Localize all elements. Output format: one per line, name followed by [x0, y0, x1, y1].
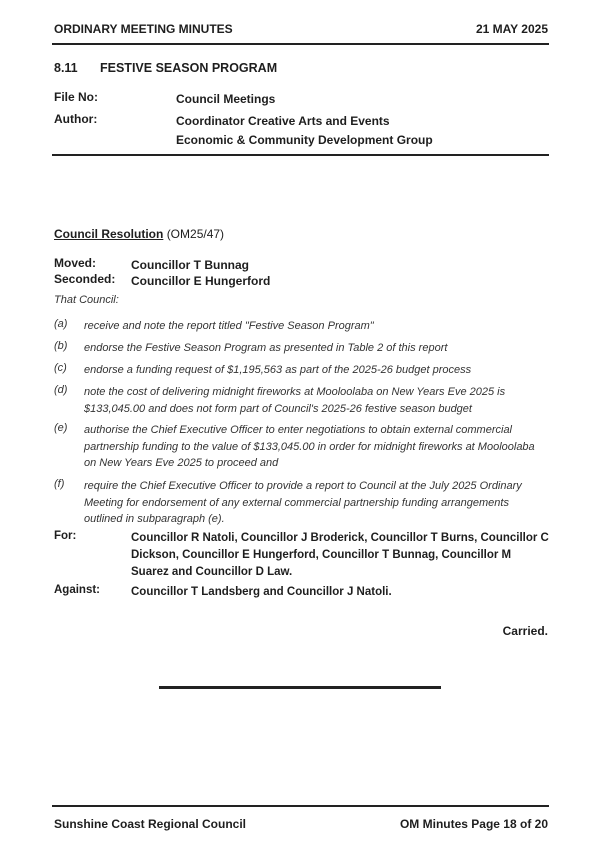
seconded-label: Seconded: [54, 272, 116, 286]
meta-rule [52, 154, 549, 156]
list-item-text: require the Chief Executive Officer to p… [84, 480, 522, 525]
list-item-letter: (b) [54, 340, 68, 352]
list-item-text: endorse a funding request of $1,195,563 … [84, 364, 472, 376]
resolution-code: (OM25/47) [166, 227, 225, 241]
list-item-text: authorise the Chief Executive Officer to… [84, 424, 535, 469]
end-rule [159, 686, 441, 689]
header-title: ORDINARY MEETING MINUTES [54, 22, 233, 36]
footer-rule [52, 805, 549, 807]
item-title: FESTIVE SEASON PROGRAM [100, 61, 278, 75]
moved-label: Moved: [54, 256, 96, 270]
page-header: ORDINARY MEETING MINUTES 21 MAY 2025 [54, 22, 548, 38]
list-item-letter: (d) [54, 384, 68, 396]
resolution-intro: That Council: [54, 294, 119, 306]
page-footer: Sunshine Coast Regional Council OM Minut… [54, 817, 548, 833]
resolution-list: (a) receive and note the report titled "… [54, 318, 549, 528]
author-label: Author: [54, 112, 98, 126]
list-item-text: note the cost of delivering midnight fir… [84, 386, 506, 415]
list-item-letter: (f) [54, 478, 65, 490]
footer-page-number: OM Minutes Page 18 of 20 [399, 817, 548, 831]
item-heading: 8.11 FESTIVE SEASON PROGRAM [54, 61, 277, 75]
for-value: Councillor R Natoli, Councillor J Broder… [131, 532, 549, 578]
author-line-1: Coordinator Creative Arts and Events [176, 114, 390, 128]
author-line-2: Economic & Community Development Group [176, 133, 433, 147]
header-date: 21 MAY 2025 [475, 22, 548, 36]
resolution-heading: Council Resolution (OM25/47) [54, 227, 224, 241]
against-value: Councillor T Landsberg and Councillor J … [131, 586, 392, 598]
resolution-title: Council Resolution [54, 227, 164, 241]
list-item-text: endorse the Festive Season Program as pr… [84, 342, 448, 354]
seconded-value: Councillor E Hungerford [131, 274, 271, 288]
resolution-result: Carried. [502, 624, 548, 638]
footer-org: Sunshine Coast Regional Council [54, 817, 247, 831]
file-label: File No: [54, 90, 98, 104]
against-label: Against: [54, 584, 100, 596]
file-value: Council Meetings [176, 92, 276, 106]
moved-value: Councillor T Bunnag [131, 258, 249, 272]
list-item-letter: (a) [54, 318, 68, 330]
list-item-text: receive and note the report titled "Fest… [84, 320, 374, 332]
for-label: For: [54, 530, 77, 542]
list-item-letter: (c) [54, 362, 67, 374]
list-item-letter: (e) [54, 422, 68, 434]
item-number: 8.11 [54, 61, 78, 75]
header-rule [52, 43, 549, 45]
